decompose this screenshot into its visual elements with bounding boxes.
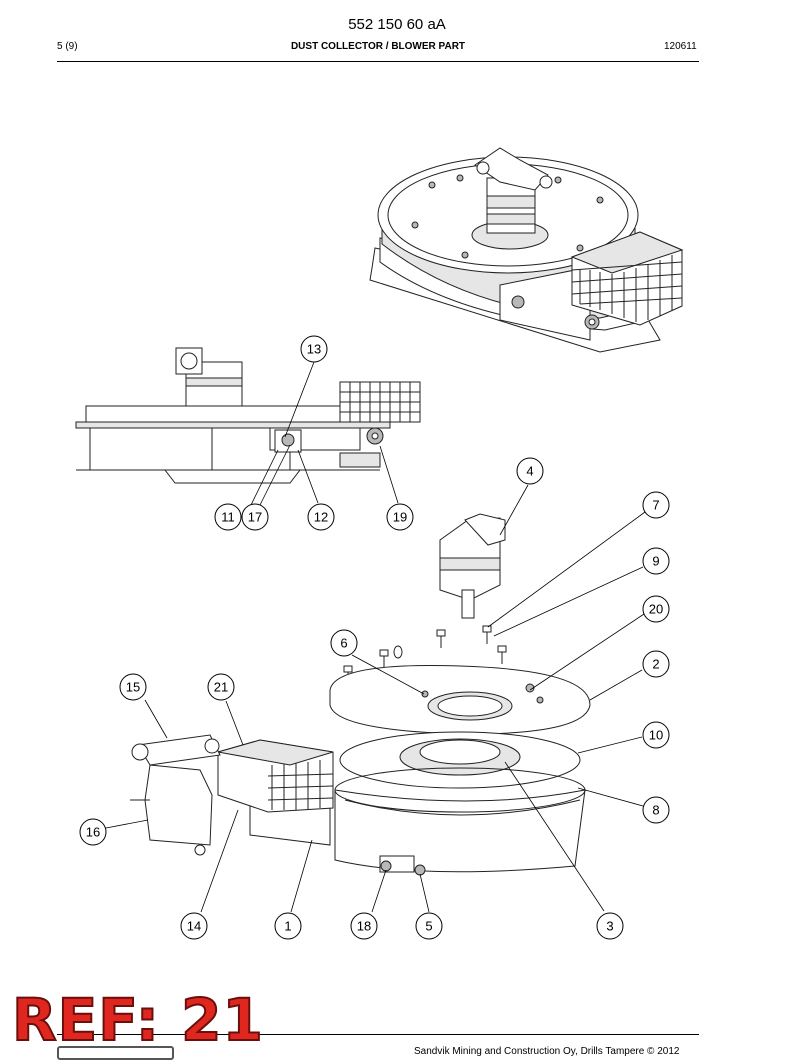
document-number: 552 150 60 aA — [348, 16, 446, 33]
callout-5: 5 — [415, 912, 443, 940]
svg-text:15: 15 — [126, 680, 140, 695]
callout-18: 18 — [350, 912, 378, 940]
callout-21: 21 — [207, 673, 235, 701]
callout-4: 4 — [516, 457, 544, 485]
svg-text:11: 11 — [221, 510, 235, 525]
svg-text:12: 12 — [314, 510, 328, 525]
svg-text:4: 4 — [526, 464, 533, 479]
svg-text:5: 5 — [425, 919, 432, 934]
header-rule — [57, 61, 699, 62]
callout-20: 20 — [642, 595, 670, 623]
callout-17: 17 — [241, 503, 269, 531]
svg-text:10: 10 — [649, 728, 663, 743]
side-view — [75, 347, 421, 484]
svg-text:3: 3 — [606, 919, 613, 934]
callout-19: 19 — [386, 503, 414, 531]
svg-text:6: 6 — [340, 636, 347, 651]
leader-lines — [105, 361, 646, 913]
callout-15: 15 — [119, 673, 147, 701]
svg-text:19: 19 — [393, 510, 407, 525]
footer-rule — [57, 1034, 699, 1035]
callout-7: 7 — [642, 491, 670, 519]
svg-text:1: 1 — [284, 919, 291, 934]
svg-text:21: 21 — [214, 680, 228, 695]
reference-stamp: REF: 21 — [11, 985, 264, 1055]
svg-text:14: 14 — [187, 919, 201, 934]
callout-1: 1 — [274, 912, 302, 940]
footer-copyright: Sandvik Mining and Construction Oy, Dril… — [414, 1046, 680, 1057]
svg-text:9: 9 — [652, 554, 659, 569]
callout-2: 2 — [642, 650, 670, 678]
section-title: DUST COLLECTOR / BLOWER PART — [290, 41, 466, 52]
callout-8: 8 — [642, 796, 670, 824]
callout-11: 11 — [214, 503, 242, 531]
callout-6: 6 — [330, 629, 358, 657]
callout-10: 10 — [642, 721, 670, 749]
exploded-view — [130, 513, 591, 876]
svg-text:17: 17 — [248, 510, 262, 525]
callout-14: 14 — [180, 912, 208, 940]
svg-text:18: 18 — [357, 919, 371, 934]
callout-16: 16 — [79, 818, 107, 846]
page-number: 5 (9) — [57, 41, 78, 52]
svg-text:20: 20 — [649, 602, 663, 617]
callout-13: 13 — [300, 335, 328, 363]
callout-9: 9 — [642, 547, 670, 575]
svg-text:13: 13 — [307, 342, 321, 357]
svg-text:7: 7 — [652, 498, 659, 513]
svg-text:8: 8 — [652, 803, 659, 818]
svg-text:2: 2 — [652, 657, 659, 672]
assembled-view — [369, 147, 684, 353]
callout-12: 12 — [307, 503, 335, 531]
revision-date: 120611 — [664, 41, 697, 52]
callout-3: 3 — [596, 912, 624, 940]
svg-text:16: 16 — [86, 825, 100, 840]
